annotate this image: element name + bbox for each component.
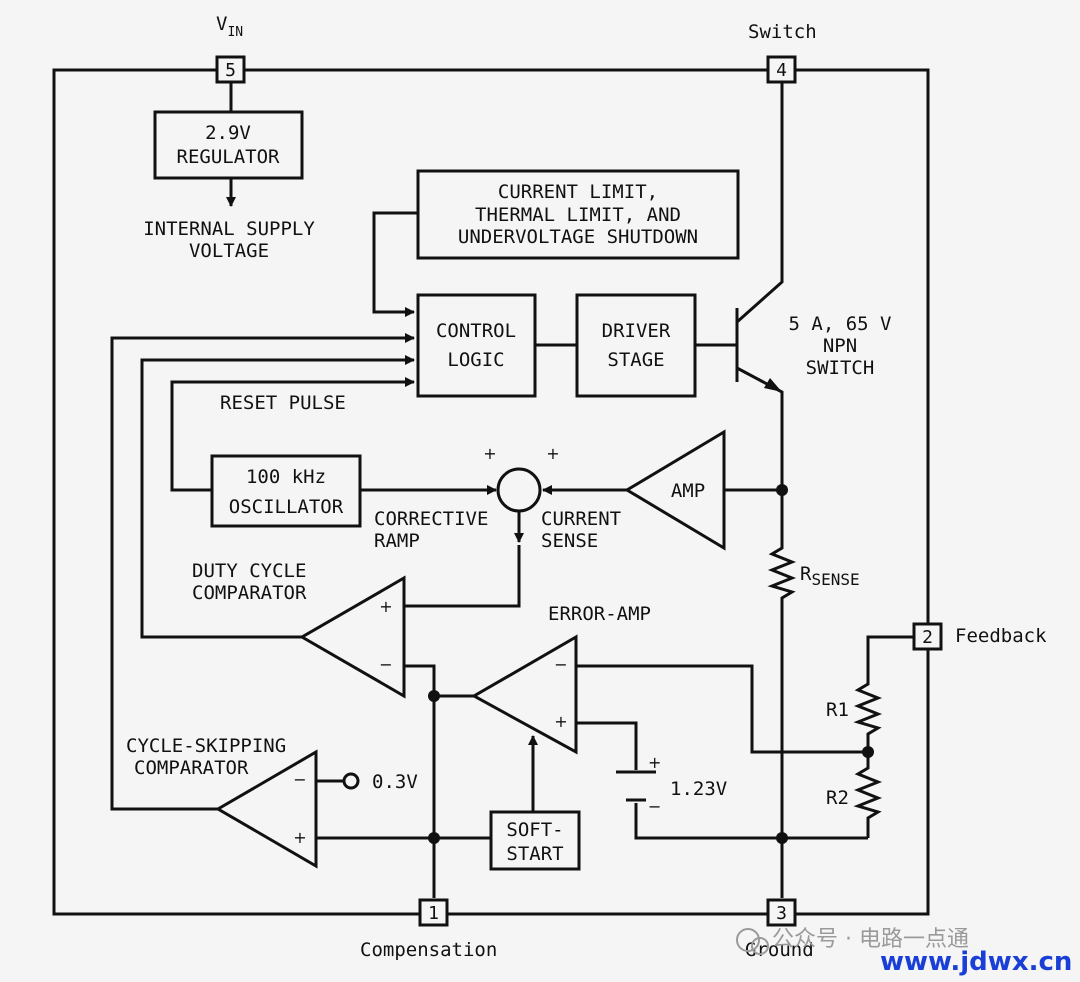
pin-vin: 5 <box>215 55 246 84</box>
watermark-site: www.jdwx.cn <box>880 947 1072 977</box>
rsense-label: RSENSE <box>800 563 860 589</box>
rsense-resistor <box>767 540 797 600</box>
r2-resistor <box>853 752 883 838</box>
soft-start-label-1: SOFT- <box>506 819 563 841</box>
corrective-ramp-label-1: CORRECTIVE <box>374 508 488 530</box>
driver-stage-block <box>575 293 697 398</box>
control-logic-label-1: CONTROL <box>436 320 516 342</box>
oscillator-label-1: 100 kHz <box>246 466 326 488</box>
summing-junction <box>496 467 542 513</box>
current-sense-label-2: SENSE <box>541 530 598 552</box>
ref-123v-minus: − <box>648 797 661 816</box>
chip-outline <box>52 68 930 916</box>
soft-start-block <box>489 810 581 871</box>
driver-stage-label-1: DRIVER <box>602 320 671 342</box>
ref-123v-label: 1.23V <box>670 778 727 800</box>
wires <box>110 82 916 898</box>
reference-1-23v <box>616 770 656 802</box>
regulator-label-2: REGULATOR <box>177 146 281 168</box>
junction-dots <box>428 484 874 844</box>
r2-label: R2 <box>826 787 849 809</box>
pin-ground-label: Ground <box>745 939 814 961</box>
npn-label-3: SWITCH <box>806 357 875 379</box>
svg-text:5: 5 <box>225 60 236 81</box>
ref-123v-plus: + <box>648 753 661 772</box>
soft-start-label-2: START <box>506 843 563 865</box>
duty-minus-sign: − <box>379 655 392 674</box>
oscillator-label-2: OSCILLATOR <box>229 496 344 518</box>
pin-switch-label: Switch <box>748 21 817 43</box>
ref-03v-label: 0.3V <box>372 771 418 793</box>
svg-text:3: 3 <box>776 903 787 924</box>
r1-resistor <box>853 676 883 752</box>
ref-03v-terminal <box>342 772 360 790</box>
control-logic-block <box>416 293 537 398</box>
svg-text:4: 4 <box>776 60 787 81</box>
error-minus-sign: − <box>554 655 567 674</box>
cycle-skip-minus-sign: − <box>293 770 306 789</box>
oscillator-block <box>210 454 362 528</box>
npn-label-1: 5 A, 65 V <box>789 313 892 335</box>
error-amp-label: ERROR-AMP <box>548 603 651 625</box>
pin-vin-label: VIN <box>216 13 243 40</box>
svg-text:1: 1 <box>428 903 439 924</box>
cycle-skipping-comparator <box>215 749 318 869</box>
duty-cycle-comparator <box>299 575 406 699</box>
internal-supply-label-2: VOLTAGE <box>189 240 269 262</box>
internal-supply-label-1: INTERNAL SUPPLY <box>143 218 315 240</box>
control-logic-label-2: LOGIC <box>447 349 504 371</box>
pin-compensation-label: Compensation <box>360 939 497 961</box>
pin-compensation: 1 <box>418 898 449 927</box>
npn-label-2: NPN <box>823 335 857 357</box>
error-amp <box>470 634 578 755</box>
error-plus-sign: + <box>554 712 567 731</box>
summer-plus-right: + <box>546 444 559 463</box>
pin-switch: 4 <box>766 55 797 84</box>
regulator-block <box>153 110 304 180</box>
svg-text:2: 2 <box>922 627 933 648</box>
amp-label: AMP <box>671 480 705 502</box>
summer-plus-left: + <box>483 444 496 463</box>
reset-pulse-label: RESET PULSE <box>220 392 346 414</box>
current-sense-label-1: CURRENT <box>541 508 621 530</box>
cycle-skip-plus-sign: + <box>293 828 306 847</box>
pin-feedback-label: Feedback <box>955 625 1047 647</box>
limits-label-2: THERMAL LIMIT, AND <box>475 204 681 226</box>
watermark: 公众号 · 电路一点通 www.jdwx.cn <box>736 927 1072 977</box>
watermark-wechat: 公众号 · 电路一点通 <box>772 927 969 952</box>
duty-plus-sign: + <box>379 597 392 616</box>
r1-label: R1 <box>826 699 849 721</box>
duty-cycle-label-2: COMPARATOR <box>192 582 307 604</box>
regulator-label-1: 2.9V <box>205 122 251 144</box>
wechat-icon <box>736 928 760 952</box>
corrective-ramp-label-2: RAMP <box>374 530 420 552</box>
cycle-skip-label-2: COMPARATOR <box>134 757 249 779</box>
limits-block <box>416 169 740 260</box>
current-sense-amp <box>624 429 726 551</box>
duty-cycle-label-1: DUTY CYCLE <box>192 560 306 582</box>
limits-label-1: CURRENT LIMIT, <box>498 181 658 203</box>
pin-feedback: 2 <box>912 622 943 651</box>
npn-transistor <box>735 308 782 392</box>
driver-stage-label-2: STAGE <box>607 349 664 371</box>
pin-ground: 3 <box>766 898 797 927</box>
limits-label-3: UNDERVOLTAGE SHUTDOWN <box>458 226 698 248</box>
cycle-skip-label-1: CYCLE-SKIPPING <box>126 735 286 757</box>
